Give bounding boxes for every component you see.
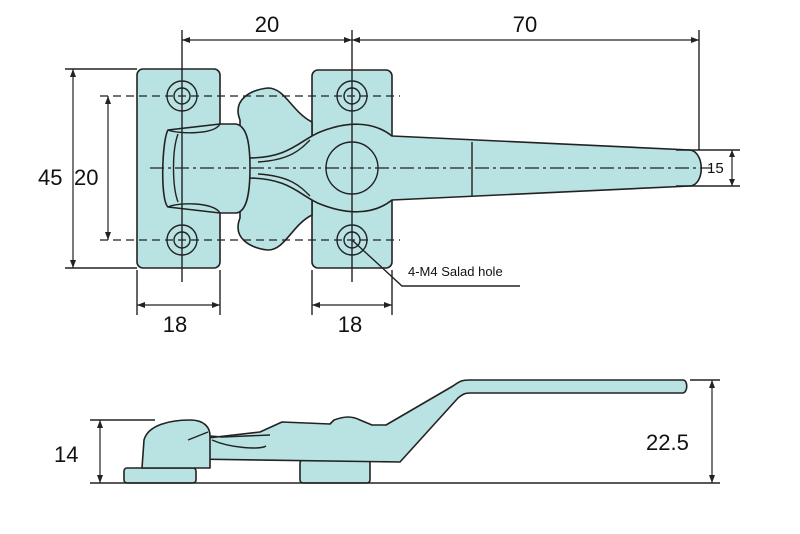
callout-leader bbox=[351, 239, 520, 287]
dim-overall-height: 45 bbox=[38, 165, 62, 190]
right-base bbox=[299, 459, 371, 484]
dim-right-plate-width: 18 bbox=[338, 312, 362, 337]
dim-handle-length: 70 bbox=[513, 12, 537, 37]
side-hook bbox=[141, 419, 211, 469]
side-contour bbox=[187, 431, 271, 449]
top-view: 20 70 45 20 18 18 15 4-M4 Salad hole bbox=[38, 12, 740, 337]
hook-contour bbox=[167, 123, 221, 214]
dim-tip-width: 15 bbox=[707, 160, 724, 177]
hole-callout: 4-M4 Salad hole bbox=[408, 264, 503, 279]
side-lever bbox=[189, 379, 688, 463]
arm-contour bbox=[257, 173, 311, 197]
dim-hole-spacing-vertical: 20 bbox=[74, 165, 98, 190]
left-base bbox=[123, 467, 197, 484]
dim-base-height: 14 bbox=[54, 442, 78, 467]
side-view: 14 22.5 bbox=[54, 379, 720, 484]
arm-contour bbox=[257, 139, 311, 163]
lever-handle bbox=[247, 123, 703, 213]
dim-side-overall-height: 22.5 bbox=[646, 430, 689, 455]
dim-left-plate-width: 18 bbox=[163, 312, 187, 337]
dim-hole-spacing: 20 bbox=[255, 12, 279, 37]
